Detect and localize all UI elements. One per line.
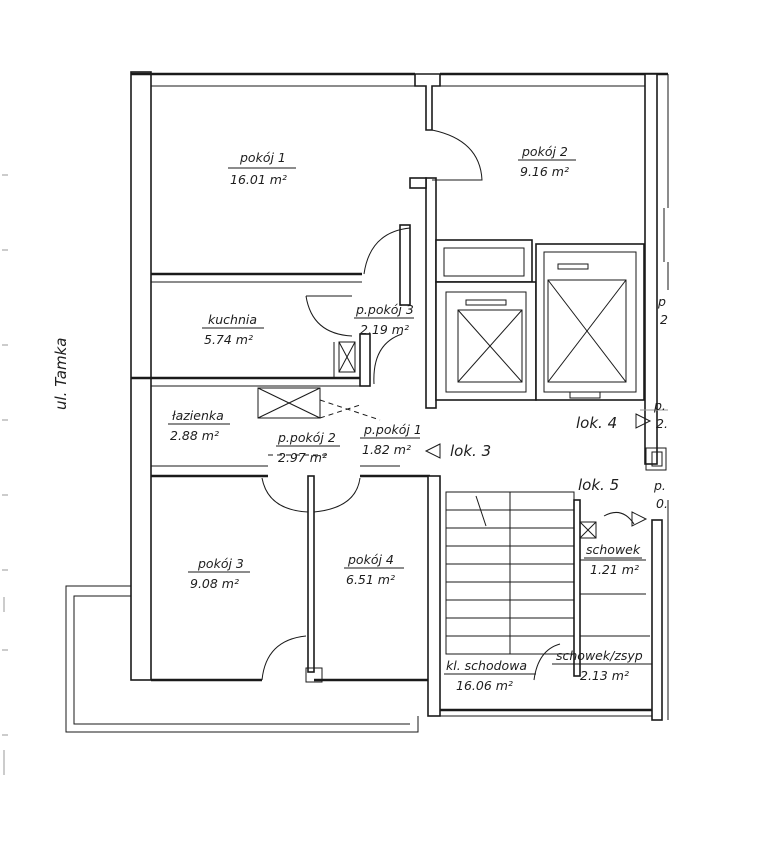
cutoff-text: p <box>657 294 666 309</box>
interior-walls <box>131 177 441 717</box>
room-labels: pokój 1 16.01 m² pokój 2 9.16 m² kuchnia… <box>168 144 652 693</box>
room-name-pokoj2: pokój 2 <box>521 144 568 159</box>
cutoff-text: p. <box>653 398 666 413</box>
unit-label-lok3: lok. 3 <box>450 442 491 460</box>
cutoff-text: 0. <box>656 496 668 511</box>
cutoff-text: 2 <box>660 312 668 327</box>
room-name-schowek: schowek <box>586 542 641 557</box>
room-name-lazienka: łazienka <box>172 408 224 423</box>
cutoff-labels: p 2 p. 2. p. 0. <box>653 294 668 511</box>
room-area-lazienka: 2.88 m² <box>170 428 219 443</box>
room-name-ppokoj3: p.pokój 3 <box>355 302 414 317</box>
street-label: ul. Tamka <box>52 338 70 410</box>
room-name-kuchnia: kuchnia <box>208 312 257 327</box>
room-area-ppokoj2: 2.97 m² <box>278 450 327 465</box>
room-area-ppokoj3: 2.19 m² <box>360 322 409 337</box>
room-name-schowek-zsyp: schowek/zsyp <box>556 648 643 663</box>
right-edge-details <box>640 409 668 471</box>
room-area-schowek-zsyp: 2.13 m² <box>580 668 629 683</box>
unit-label-lok5: lok. 5 <box>578 476 619 494</box>
unit-arrows <box>424 413 652 527</box>
room-name-ppokoj1: p.pokój 1 <box>363 422 422 437</box>
room-name-ppokoj2: p.pokój 2 <box>277 430 336 445</box>
unit-labels: lok. 3 lok. 4 lok. 5 <box>450 414 619 494</box>
room-name-pokoj1: pokój 1 <box>239 150 286 165</box>
room-area-pokoj2: 9.16 m² <box>520 164 569 179</box>
room-name-pokoj4: pokój 4 <box>347 552 394 567</box>
staircase <box>440 491 652 717</box>
room-area-schowek: 1.21 m² <box>590 562 639 577</box>
room-area-kuchnia: 5.74 m² <box>204 332 253 347</box>
door-swings <box>261 129 635 681</box>
exterior-walls <box>130 71 669 721</box>
elevator-core <box>435 239 645 401</box>
room-area-klatka: 16.06 m² <box>456 678 513 693</box>
room-name-klatka: kl. schodowa <box>446 658 527 673</box>
unit-label-lok4: lok. 4 <box>576 414 617 432</box>
balcony <box>65 585 419 733</box>
room-area-pokoj1: 16.01 m² <box>230 172 287 187</box>
room-area-pokoj4: 6.51 m² <box>346 572 395 587</box>
margin-ticks <box>2 174 8 775</box>
cutoff-text: 2. <box>656 416 668 431</box>
room-name-pokoj3: pokój 3 <box>197 556 244 571</box>
cutoff-text: p. <box>653 478 666 493</box>
room-area-pokoj3: 9.08 m² <box>190 576 239 591</box>
room-area-ppokoj1: 1.82 m² <box>362 442 411 457</box>
